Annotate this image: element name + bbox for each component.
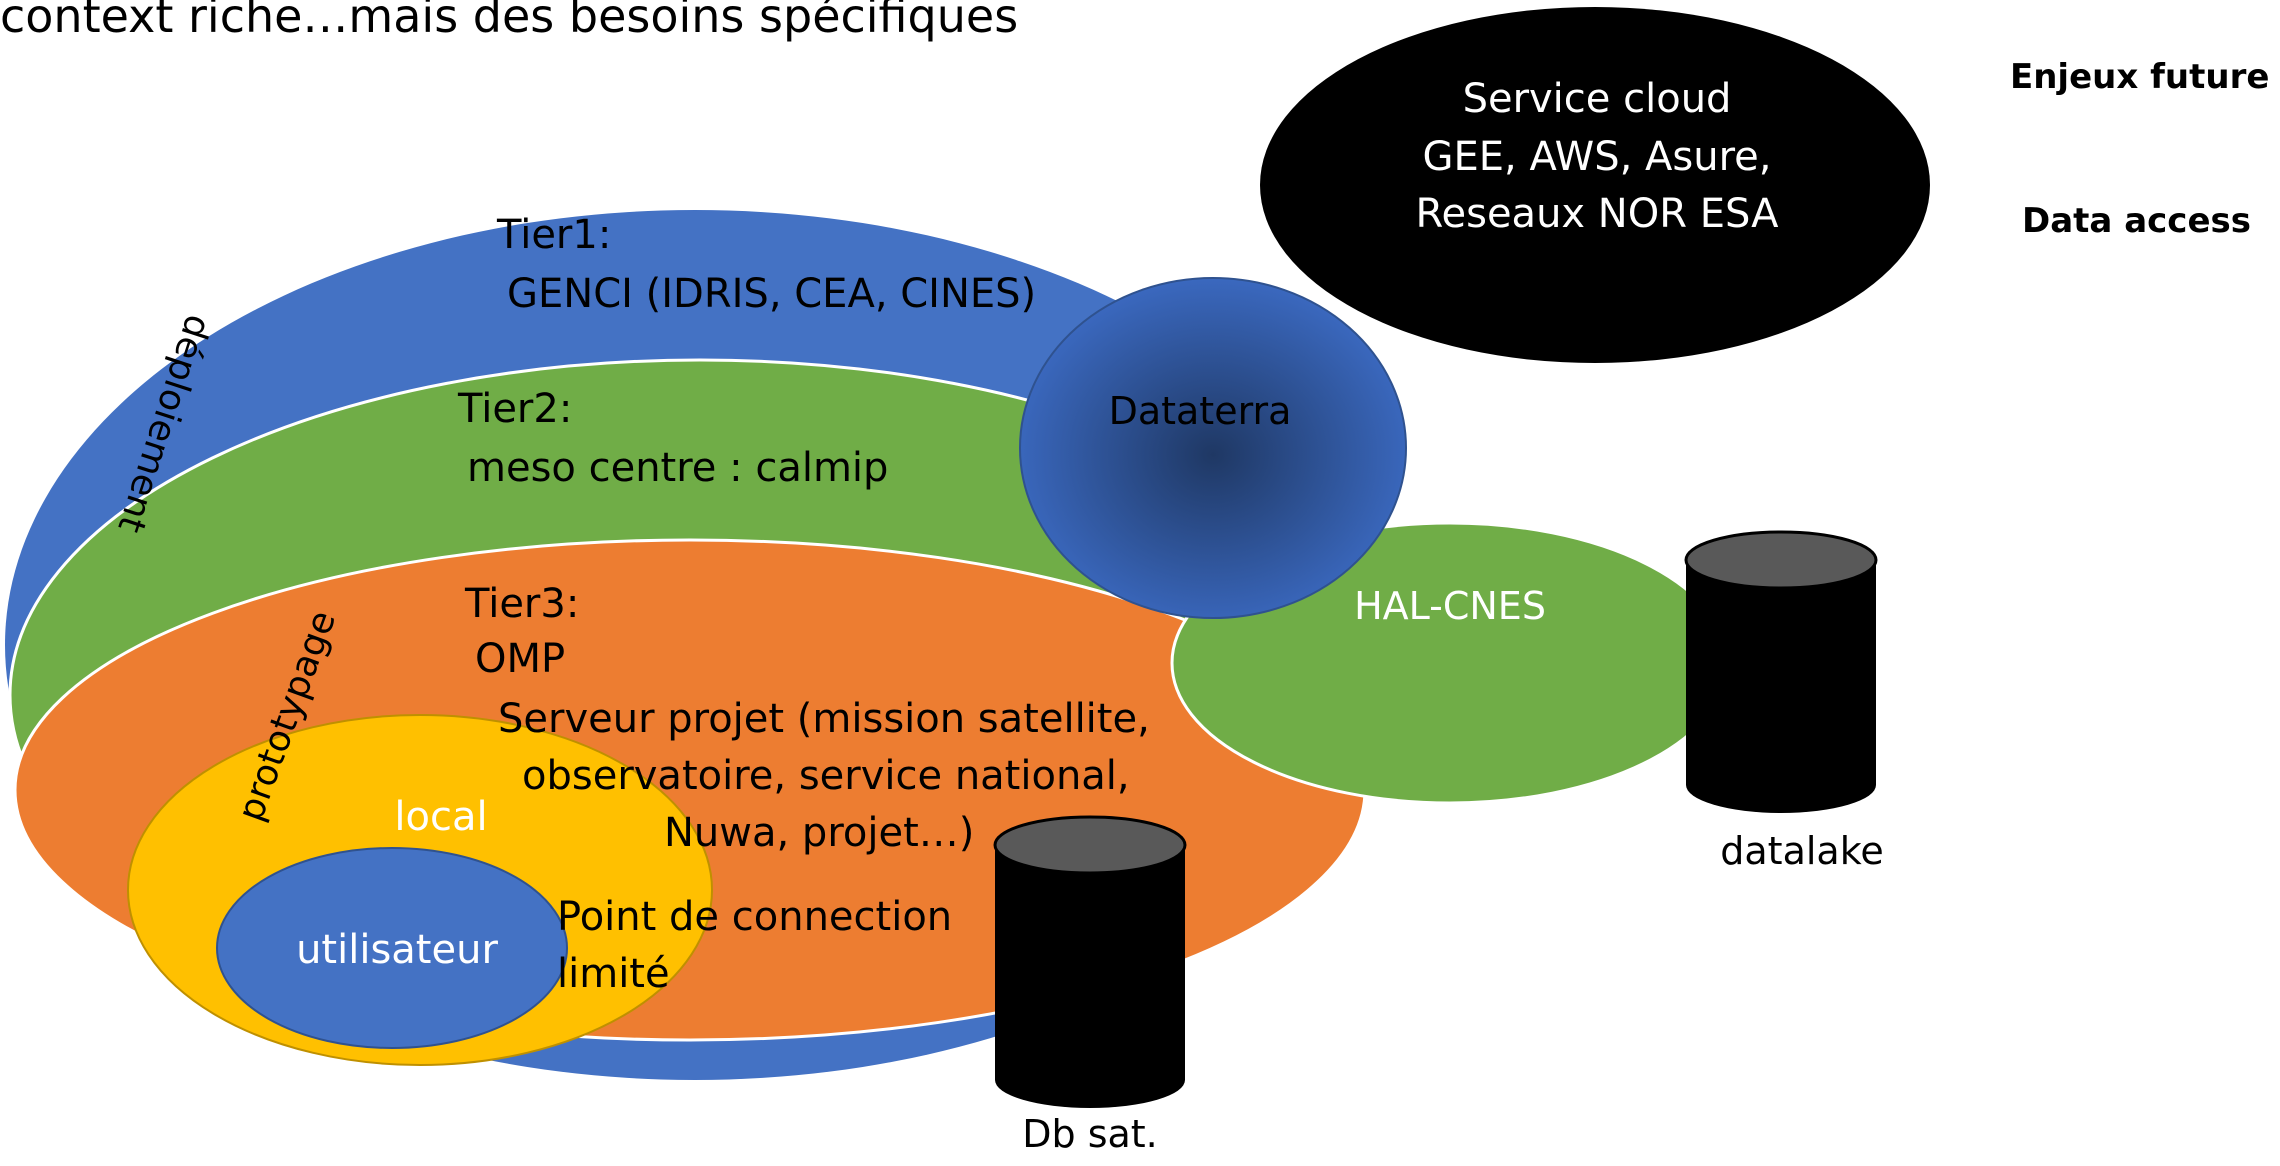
- cloud-line-3: Reseaux NOR ESA: [1416, 191, 1780, 237]
- dbsat-label: Db sat.: [1022, 1112, 1158, 1156]
- hal-cnes-label: HAL-CNES: [1354, 584, 1546, 628]
- utilisateur-label: utilisateur: [296, 927, 498, 973]
- datalake-label: datalake: [1720, 829, 1883, 873]
- tier3-server-line-3: Nuwa, projet…): [664, 810, 974, 856]
- tier2-detail: meso centre : calmip: [467, 445, 888, 491]
- cloud-line-2: GEE, AWS, Asure,: [1423, 134, 1772, 180]
- enjeux-future-label: Enjeux future: [2010, 57, 2269, 97]
- tier2-title: Tier2:: [457, 386, 572, 432]
- cloud-ellipse: [1260, 7, 1930, 363]
- slide-title-fragment: context riche…mais des besoins spécifiqu…: [0, 0, 1018, 43]
- data-access-label: Data access: [2022, 201, 2251, 241]
- point-connection-line-2: limité: [557, 951, 670, 997]
- point-connection-line-1: Point de connection: [557, 894, 952, 940]
- tier3-server-line-1: Serveur projet (mission satellite,: [498, 696, 1150, 742]
- tier3-omp: OMP: [475, 636, 565, 682]
- cloud-line-1: Service cloud: [1463, 76, 1732, 122]
- dataterra-ellipse: [1019, 277, 1407, 619]
- tier1-title: Tier1:: [496, 212, 611, 258]
- tier1-detail: GENCI (IDRIS, CEA, CINES): [507, 271, 1036, 317]
- dbsat-cylinder: [993, 815, 1187, 1108]
- utilisateur-ellipse: [216, 847, 568, 1049]
- local-label: local: [394, 794, 487, 840]
- tier3-title: Tier3:: [464, 581, 579, 627]
- tier3-server-line-2: observatoire, service national,: [522, 753, 1130, 799]
- datalake-cylinder: [1684, 530, 1878, 813]
- dataterra-label: Dataterra: [1109, 389, 1292, 433]
